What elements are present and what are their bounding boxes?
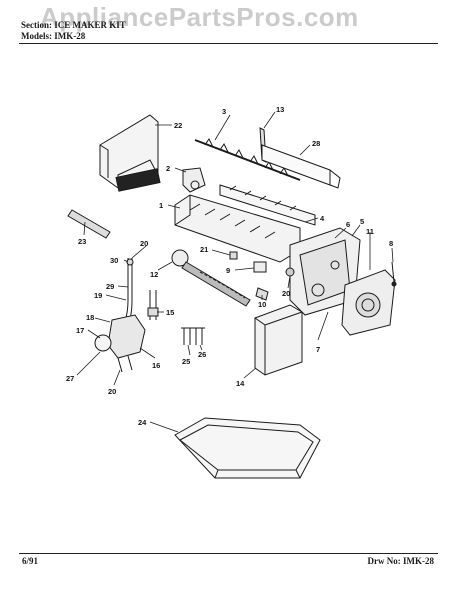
models-header: Models: IMK-28: [21, 31, 85, 41]
callout-1: 1: [159, 201, 163, 210]
callout-10: 10: [258, 300, 266, 309]
small-hardware: [229, 251, 295, 301]
part-12-arm: [171, 249, 251, 307]
part-11-motor: [341, 269, 396, 336]
drawing-number: IMK-28: [403, 556, 434, 566]
part-1-mold: [174, 194, 301, 263]
callout-4: 4: [320, 214, 325, 223]
drawing-label: Drw No:: [367, 556, 401, 566]
models-label: Models:: [21, 31, 52, 41]
callout-19: 19: [94, 291, 102, 300]
callout-22: 21: [200, 245, 208, 254]
callout-16: 16: [152, 361, 160, 370]
header-divider: [19, 43, 438, 44]
callout-labels: 22 3 13 28 2 1 4 6 5 11 8 23 20 30 12 21…: [66, 105, 393, 427]
callout-14: 14: [236, 379, 245, 388]
screws-26-27: [181, 327, 205, 345]
callout-29: 28: [312, 139, 320, 148]
callout-13: 13: [276, 105, 284, 114]
part-14-block: [254, 304, 303, 376]
callout-27: 26: [198, 350, 206, 359]
watermark: AppliancePartsPros.com: [40, 2, 359, 32]
part-8-screw: [391, 261, 397, 287]
callout-3: 3: [222, 107, 226, 116]
callout-31: 30: [110, 256, 118, 265]
footer-drawing-number: Drw No: IMK-28: [368, 556, 435, 566]
callout-25: 24: [138, 418, 147, 427]
callout-6: 6: [346, 220, 350, 229]
callout-18: 18: [86, 313, 94, 322]
callout-17: 17: [76, 326, 84, 335]
callout-12: 12: [150, 270, 158, 279]
footer-date: 6/91: [22, 556, 39, 566]
part-3-ejector: [194, 138, 301, 181]
callout-30: 29: [106, 282, 114, 291]
section-value: ICE MAKER KIT: [54, 20, 126, 30]
part-25-ice-bin: [174, 417, 321, 479]
part-2-bracket: [182, 167, 206, 193]
water-valve: [94, 314, 146, 373]
callout-20b: 20: [108, 387, 116, 396]
callout-8: 8: [389, 239, 393, 248]
callout-5: 5: [360, 217, 364, 226]
callout-7: 7: [316, 345, 320, 354]
models-value: IMK-28: [54, 31, 86, 41]
part-23-cover: [99, 114, 161, 192]
callout-11: 11: [366, 227, 374, 236]
callout-20a: 20: [140, 239, 148, 248]
callout-9: 9: [226, 266, 230, 275]
part-6-housing: [289, 227, 361, 316]
part-4-guide: [219, 184, 316, 226]
part-29-rail: [261, 144, 341, 189]
section-label: Section:: [21, 20, 52, 30]
footer-divider: [19, 553, 438, 554]
callout-21: 20: [282, 289, 290, 298]
section-header: Section: ICE MAKER KIT: [21, 20, 126, 30]
part-15-connector: [147, 290, 159, 320]
callout-28: 27: [66, 374, 74, 383]
part-24-heater: [67, 209, 111, 239]
callout-15: 15: [166, 308, 174, 317]
callout-23: 22: [174, 121, 182, 130]
leader-lines: [76, 111, 394, 433]
callout-26: 25: [182, 357, 190, 366]
callout-2: 2: [166, 164, 170, 173]
callout-24: 23: [78, 237, 86, 246]
